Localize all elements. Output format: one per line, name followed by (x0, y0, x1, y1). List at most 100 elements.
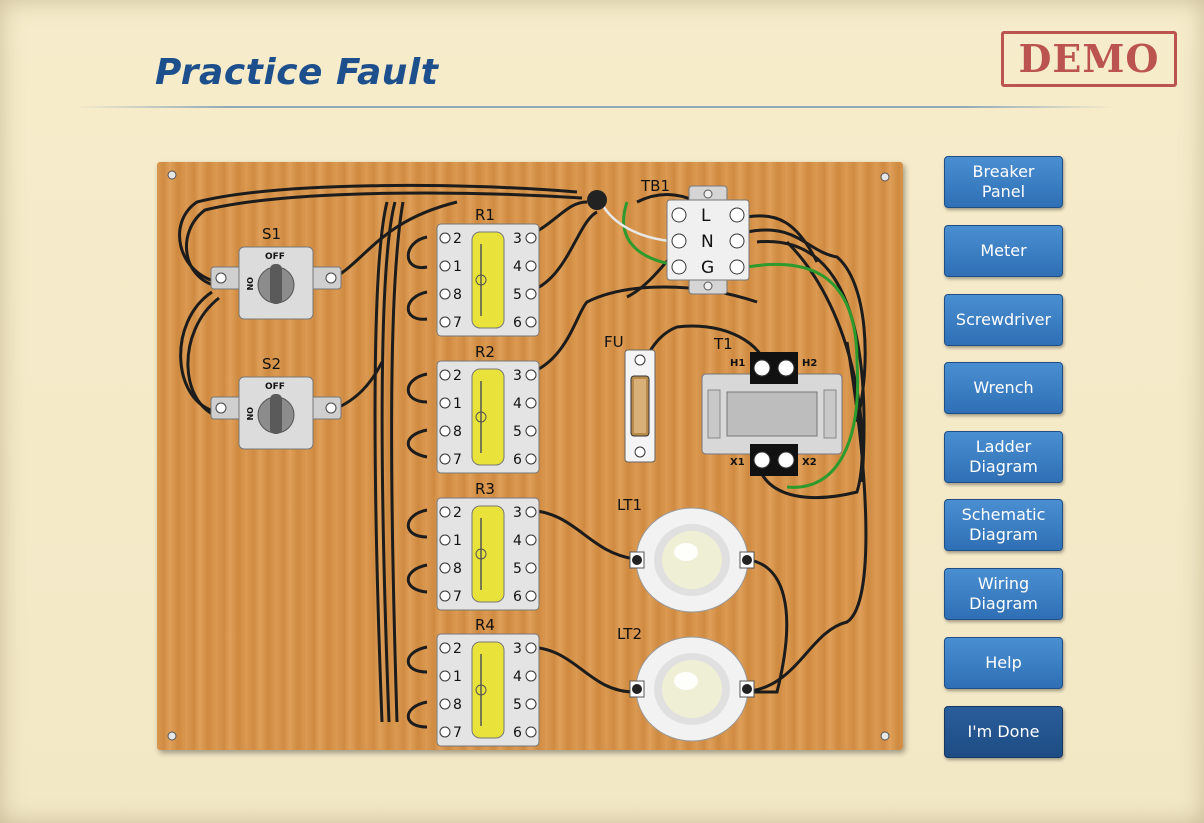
relay-terminal-label: 2 (453, 368, 462, 384)
meter-button[interactable]: Meter (944, 225, 1063, 277)
tb1-terminal-l: L (701, 206, 711, 226)
relay-terminal-screw[interactable] (439, 562, 451, 574)
relay-terminal-screw[interactable] (525, 369, 537, 381)
relay-terminal-screw[interactable] (439, 316, 451, 328)
relay-terminal-screw[interactable] (525, 397, 537, 409)
relay-terminal-label: 6 (513, 452, 522, 468)
relay-terminal-label: 1 (453, 259, 462, 275)
page-title: Practice Fault (155, 52, 439, 93)
relay-terminal-label: 7 (453, 725, 462, 741)
switch-s1[interactable]: OFF ON (210, 246, 342, 320)
switch-s2-off-label: OFF (265, 382, 285, 392)
relay-terminal-label: 1 (453, 669, 462, 685)
relay-terminal-screw[interactable] (525, 506, 537, 518)
relay-terminal-screw[interactable] (525, 316, 537, 328)
relay-terminal-label: 2 (453, 505, 462, 521)
wrench-button[interactable]: Wrench (944, 362, 1063, 414)
screwdriver-button[interactable]: Screwdriver (944, 294, 1063, 346)
switch-s1-label: S1 (262, 225, 281, 243)
relay-terminal-screw[interactable] (439, 397, 451, 409)
lamp-lt1[interactable] (629, 507, 755, 613)
relay-terminal-screw[interactable] (525, 670, 537, 682)
t1-x1-label: X1 (730, 457, 745, 468)
relay-coil-symbol (475, 684, 487, 696)
t1-h1-label: H1 (730, 358, 745, 369)
relay-terminal-label: 1 (453, 396, 462, 412)
tb1-label: TB1 (640, 177, 670, 195)
switch-s2-label: S2 (262, 355, 281, 373)
relay-terminal-label: 5 (513, 424, 522, 440)
relay-terminal-label: 6 (513, 315, 522, 331)
relay-terminal-screw[interactable] (525, 288, 537, 300)
board-screws (167, 170, 890, 741)
transformer-t1[interactable]: H1 H2 X1 X2 (701, 352, 843, 476)
relay-terminal-label: 8 (453, 424, 462, 440)
relay-terminal-screw[interactable] (525, 562, 537, 574)
relay-terminal-screw[interactable] (439, 670, 451, 682)
lamp-lt2[interactable] (629, 636, 755, 742)
relay-terminal-screw[interactable] (439, 453, 451, 465)
relay-terminal-screw[interactable] (439, 369, 451, 381)
relay-terminal-screw[interactable] (439, 534, 451, 546)
terminal-block-tb1[interactable]: L N G (666, 185, 750, 295)
relay-terminal-screw[interactable] (525, 590, 537, 602)
relay-terminal-screw[interactable] (525, 260, 537, 272)
ladder-diagram-button[interactable]: Ladder Diagram (944, 431, 1063, 483)
tb1-terminal-n: N (701, 232, 714, 252)
relay-terminal-label: 2 (453, 641, 462, 657)
relay-terminal-label: 8 (453, 287, 462, 303)
relay-terminal-label: 5 (513, 561, 522, 577)
switch-s2[interactable]: OFF ON (210, 376, 342, 450)
fuse-label: FU (604, 333, 624, 351)
relay-coil-symbol (475, 548, 487, 560)
relay-r3-label: R3 (475, 480, 495, 498)
relay-terminal-screw[interactable] (439, 260, 451, 272)
relay-terminal-screw[interactable] (525, 726, 537, 738)
relay-terminal-screw[interactable] (439, 232, 451, 244)
relay-terminal-screw[interactable] (525, 642, 537, 654)
relay-terminal-screw[interactable] (439, 288, 451, 300)
cable-grommet (587, 190, 607, 210)
relay-terminal-screw[interactable] (439, 642, 451, 654)
switch-s2-on-label: ON (245, 407, 254, 421)
relay-terminal-screw[interactable] (439, 506, 451, 518)
relay-terminal-label: 3 (513, 231, 522, 247)
wiring-diagram-button[interactable]: Wiring Diagram (944, 568, 1063, 620)
relay-terminal-screw[interactable] (439, 590, 451, 602)
relay-terminal-screw[interactable] (525, 232, 537, 244)
relay-terminal-label: 5 (513, 697, 522, 713)
schematic-diagram-button[interactable]: Schematic Diagram (944, 499, 1063, 551)
fuse-fu[interactable] (624, 349, 656, 463)
relay-r4-label: R4 (475, 616, 495, 634)
relay-r2-label: R2 (475, 343, 495, 361)
relay-coil-symbol (475, 274, 487, 286)
relay-terminal-label: 4 (513, 396, 522, 412)
transformer-label: T1 (713, 335, 733, 353)
relay-terminal-screw[interactable] (525, 453, 537, 465)
breaker-panel-button[interactable]: Breaker Panel (944, 156, 1063, 208)
t1-x2-label: X2 (802, 457, 817, 468)
relay-terminal-screw[interactable] (525, 425, 537, 437)
relay-terminal-screw[interactable] (439, 726, 451, 738)
help-button[interactable]: Help (944, 637, 1063, 689)
demo-stamp: DEMO (1001, 31, 1177, 87)
done-button[interactable]: I'm Done (944, 706, 1063, 758)
relay-terminal-label: 4 (513, 533, 522, 549)
relay-terminal-screw[interactable] (439, 698, 451, 710)
switch-s1-off-label: OFF (265, 252, 285, 262)
relay-terminal-screw[interactable] (525, 534, 537, 546)
relay-terminal-label: 5 (513, 287, 522, 303)
relay-terminal-label: 6 (513, 725, 522, 741)
relay-terminal-screw[interactable] (525, 698, 537, 710)
relay-terminal-label: 4 (513, 669, 522, 685)
relay-terminal-label: 4 (513, 259, 522, 275)
relay-terminal-label: 2 (453, 231, 462, 247)
relay-coil-symbol (475, 411, 487, 423)
relay-terminal-screw[interactable] (439, 425, 451, 437)
